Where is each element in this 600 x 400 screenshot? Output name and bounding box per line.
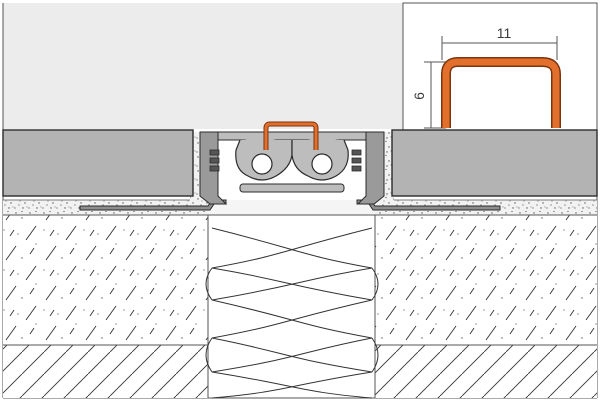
grip-teeth-left xyxy=(209,149,220,172)
diagonal-substrate-right xyxy=(375,345,597,398)
inset-dimension-box: 11 6 xyxy=(402,2,598,139)
tile-right xyxy=(391,129,598,197)
height-dimension-label: 6 xyxy=(411,92,427,100)
diagonal-substrate-left xyxy=(3,345,208,398)
flexible-insert xyxy=(235,139,349,193)
insulation-filler xyxy=(205,214,379,399)
hatched-substrate-left xyxy=(3,215,208,345)
grip-teeth-right xyxy=(351,149,362,172)
upper-area xyxy=(3,3,403,129)
joint-gap xyxy=(208,200,375,215)
tile-left xyxy=(2,129,194,197)
width-dimension-label: 11 xyxy=(497,25,512,41)
hatched-substrate-right xyxy=(375,215,597,345)
